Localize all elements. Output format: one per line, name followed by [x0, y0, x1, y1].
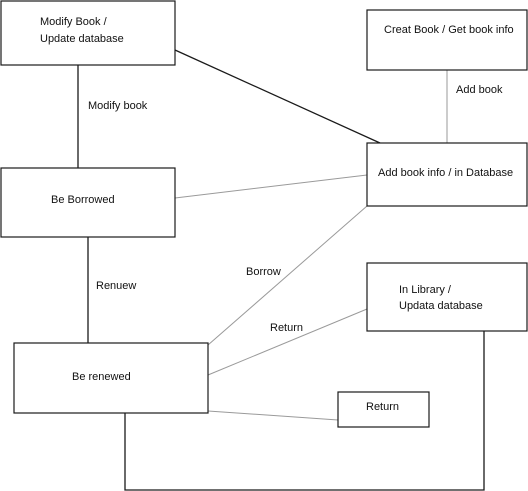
node-be-borrowed-label: Be Borrowed: [51, 194, 115, 206]
node-in-library-line1: In Library /: [399, 284, 452, 296]
node-modify-book-line2: Update database: [40, 33, 124, 45]
edge-borrowed-to-add-info: [174, 174, 368, 199]
node-be-borrowed: Be Borrowed: [0, 167, 176, 238]
node-return: Return: [337, 391, 430, 428]
edge-modify-to-add-info: [174, 49, 381, 144]
edge-label-borrow: Borrow: [246, 266, 281, 278]
node-return-label: Return: [366, 401, 399, 413]
node-in-library-line2: Updata database: [399, 300, 483, 312]
edge-label-return: Return: [270, 322, 303, 334]
edge-label-modify-book: Modify book: [88, 100, 148, 112]
node-add-book-info: Add book info / in Database: [366, 142, 528, 207]
node-in-library: In Library / Updata database: [366, 262, 528, 332]
edge-label-renew: Renuew: [96, 280, 136, 292]
node-create-book-label: Creat Book / Get book info: [384, 24, 514, 36]
edge-renewed-to-in-library: [207, 308, 368, 376]
node-create-book: Creat Book / Get book info: [366, 9, 528, 71]
edge-renewed-to-return: [207, 410, 339, 421]
node-modify-book: Modify Book / Update database: [0, 0, 176, 66]
edge-renewed-to-in-library-loop: [124, 331, 485, 491]
node-be-renewed: Be renewed: [13, 342, 209, 414]
node-modify-book-line1: Modify Book /: [40, 16, 108, 28]
node-add-book-info-label: Add book info / in Database: [378, 167, 513, 179]
edge-renewed-to-add-info: [207, 205, 368, 346]
node-be-renewed-label: Be renewed: [72, 371, 131, 383]
edge-label-add-book: Add book: [456, 84, 503, 96]
